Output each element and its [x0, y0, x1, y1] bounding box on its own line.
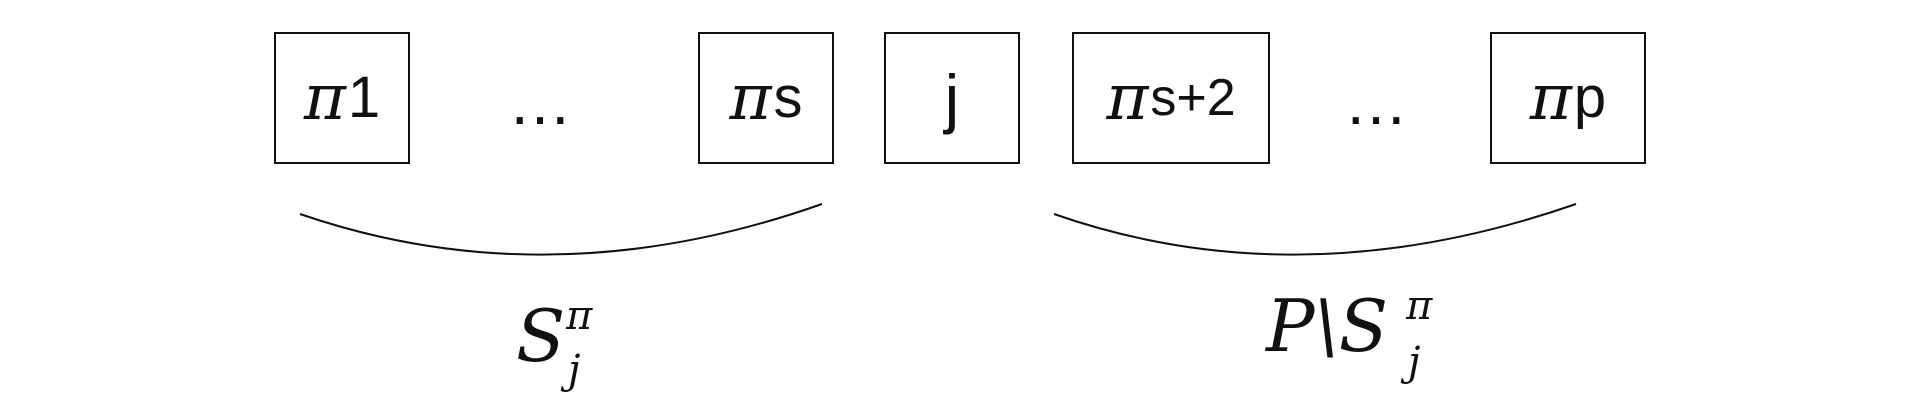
- label-sup: π: [1406, 283, 1433, 329]
- left-brace: [299, 203, 823, 256]
- label-sup: π: [566, 293, 593, 339]
- right-brace: [1053, 203, 1577, 256]
- pi-symbol: π: [1529, 61, 1572, 135]
- index-label: s+2: [1150, 69, 1236, 127]
- label-main: P\S: [1266, 284, 1389, 368]
- box-j: j: [884, 32, 1020, 164]
- index-label: 1: [347, 65, 381, 130]
- box-pi-s-plus-2: π s+2: [1072, 32, 1270, 164]
- ellipsis-right: …: [1344, 66, 1412, 138]
- label-sub: j: [1408, 339, 1421, 385]
- job-j-label: j: [944, 61, 960, 135]
- box-pi-p: π p: [1490, 32, 1646, 164]
- pi-symbol: π: [1106, 61, 1149, 135]
- box-pi-1: π 1: [274, 32, 410, 164]
- label-main: S: [516, 294, 566, 378]
- pi-symbol: π: [729, 61, 772, 135]
- pi-symbol: π: [303, 61, 346, 135]
- left-set-label: S π j: [516, 296, 626, 410]
- index-label: s: [773, 65, 803, 130]
- label-sub: j: [568, 347, 581, 393]
- right-set-label: P\S π j: [1266, 286, 1466, 400]
- box-pi-s: π s: [698, 32, 834, 164]
- ellipsis-left: …: [508, 66, 576, 138]
- index-label: p: [1573, 65, 1607, 130]
